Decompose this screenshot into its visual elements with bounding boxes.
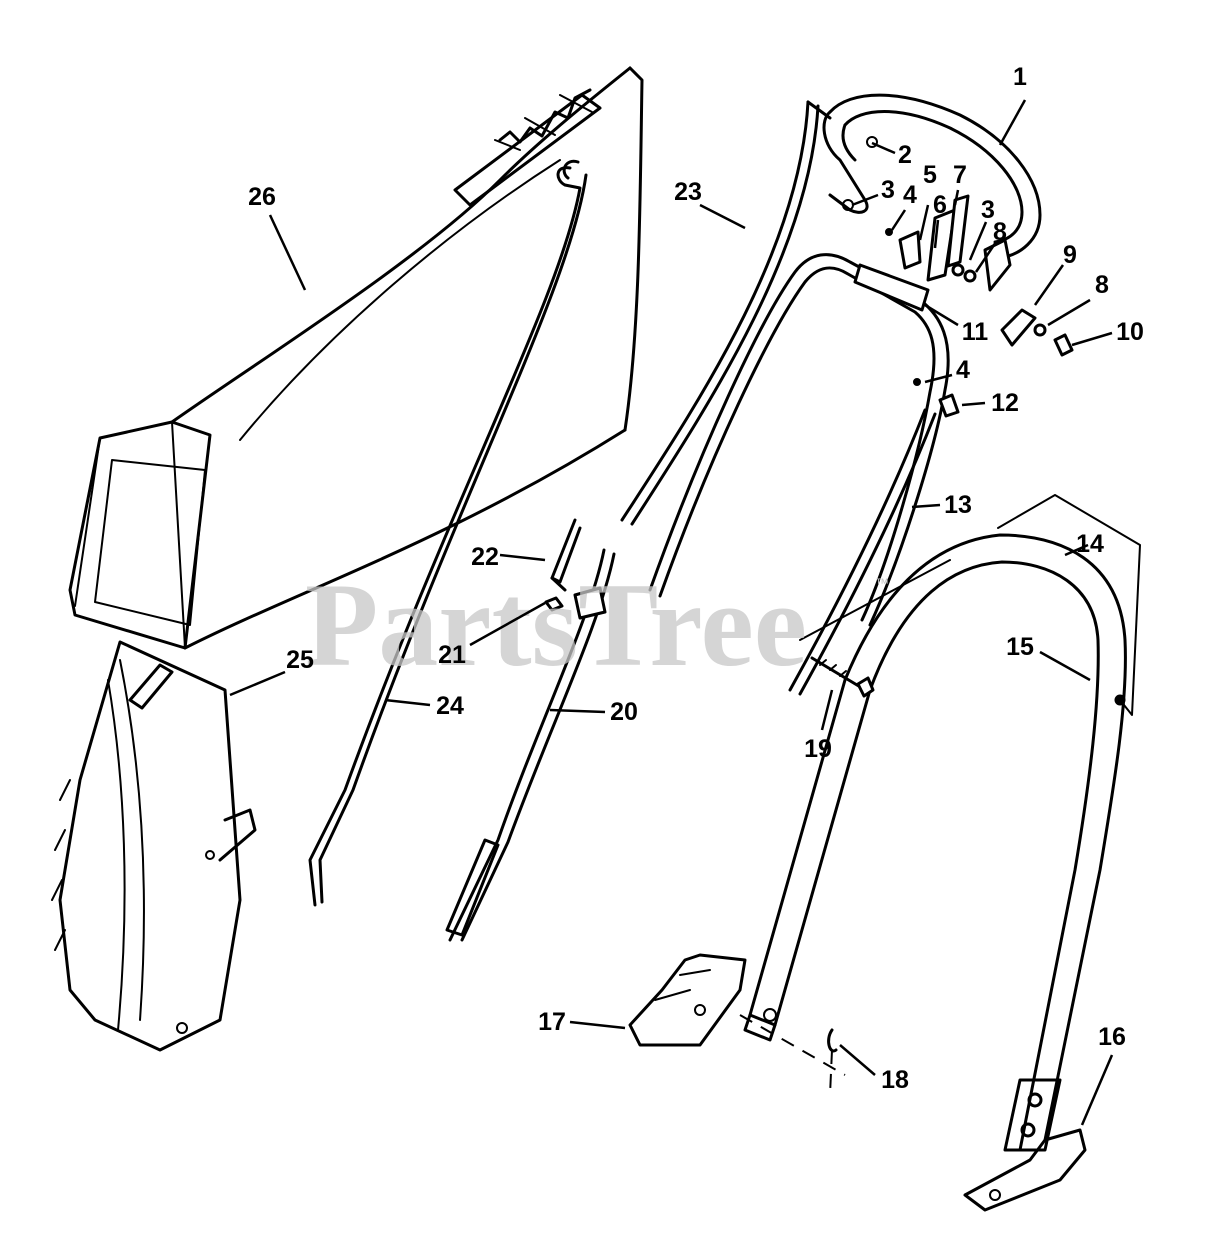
part-12-screw [938,393,960,418]
part-13-lower-tube[interactable] [788,408,937,696]
callout-labels: 1 2 3 4 5 6 7 3 8 9 8 10 11 4 12 13 14 1… [248,63,1144,1094]
part-4-lockwasher [885,228,893,236]
part-11-upper-handle[interactable] [648,253,950,627]
callout-7: 7 [953,161,967,189]
callout-4a: 4 [903,181,917,209]
part-19-bolt[interactable] [810,656,875,698]
callout-6: 6 [933,191,947,219]
callout-17: 17 [538,1008,566,1036]
callout-8b: 8 [1095,271,1109,299]
part-7-link [946,194,970,268]
part-21-nut[interactable] [544,596,564,612]
callout-24: 24 [436,692,464,720]
callout-20: 20 [610,698,638,726]
part-24-control-rod[interactable] [308,159,588,907]
part-2-bolt [866,136,878,148]
part-16-bracket[interactable] [963,1128,1087,1212]
part-4b-lockwasher [913,378,921,386]
handle-hardware[interactable] [842,136,1074,418]
callout-19: 19 [804,735,832,763]
callout-3a: 3 [881,176,895,204]
part-8b-washer [1033,323,1047,337]
callout-18: 18 [881,1066,909,1094]
callout-13: 13 [944,491,972,519]
svg-text:™: ™ [875,575,889,591]
part-20-lower-rod[interactable] [445,548,616,942]
part-5-plate [898,230,922,270]
callout-11: 11 [962,318,989,346]
callout-5: 5 [923,161,937,189]
part-23-upper-rod[interactable] [620,100,832,526]
part-22-clip[interactable] [550,518,582,592]
watermark: PartsTree ™ [305,558,889,691]
part-17-bracket[interactable] [628,953,747,1047]
callout-15: 15 [1006,633,1034,661]
callout-26: 26 [248,183,276,211]
part-26-grass-bag[interactable] [68,66,644,650]
part-9-cam [1000,308,1037,347]
callout-leaders [229,99,1114,1126]
callout-16: 16 [1098,1023,1126,1051]
callout-3b: 3 [981,196,995,224]
callout-14: 14 [1076,530,1104,558]
svg-text:PartsTree: PartsTree [305,558,807,691]
callout-4b: 4 [956,356,970,384]
part-18-cotter-pin[interactable] [739,1014,846,1096]
callout-9: 9 [1063,241,1077,269]
part-1-top-handle[interactable] [822,93,1042,260]
part-3b-washer [951,263,965,277]
callout-8a: 8 [993,218,1007,246]
callout-10: 10 [1116,318,1144,346]
part-6-lever [926,208,957,282]
part-25-discharge-chute[interactable] [51,640,257,1052]
part-10-bolt [1053,333,1074,357]
part-8a-washer [963,269,977,283]
callout-22: 22 [471,543,499,571]
callout-25: 25 [286,646,314,674]
callout-12: 12 [991,389,1019,417]
callout-23: 23 [674,178,702,206]
part-14-lower-handle[interactable] [743,494,1141,1152]
callout-2: 2 [898,141,912,169]
callout-1: 1 [1013,63,1027,91]
callout-21: 21 [438,641,466,669]
